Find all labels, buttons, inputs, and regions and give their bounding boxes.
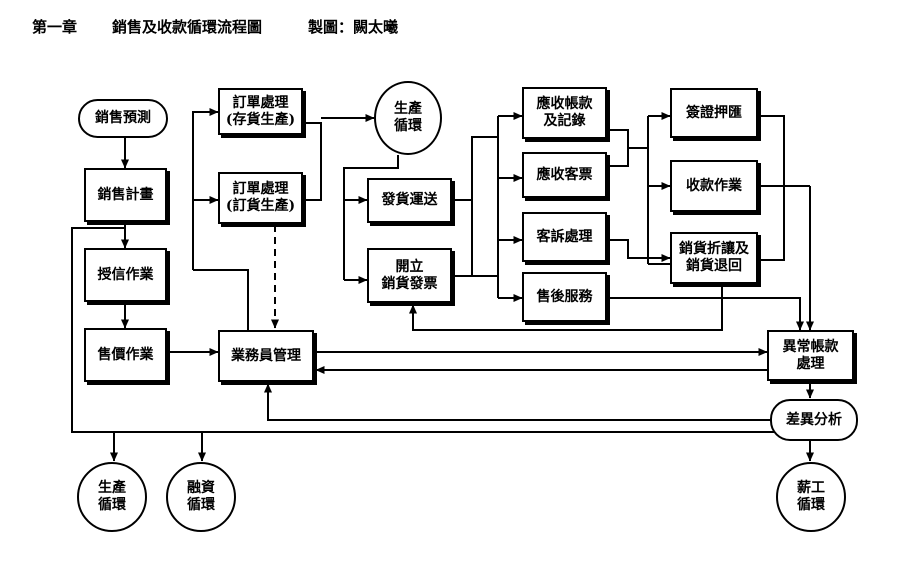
node-label-line: 銷貨發票 <box>381 275 438 292</box>
node-label-line: 融資 <box>187 480 215 496</box>
node-issue-invoice: 開立銷貨發票 <box>367 248 452 303</box>
diagram-title: 銷售及收款循環流程圖 <box>112 18 263 36</box>
line-staff-up <box>193 269 249 330</box>
arrow-after-sales-to-abnormal <box>607 297 804 331</box>
node-label-line: 及記錄 <box>543 113 586 129</box>
node-abnormal-accounts: 異常帳款處理 <box>767 330 854 381</box>
node-production-cycle-bottom: 生產循環 <box>77 462 147 532</box>
node-sales-plan: 銷售計畫 <box>84 168 167 222</box>
node-label-line: 開立 <box>395 258 424 275</box>
node-order-produce: 訂單處理(訂貨生產) <box>218 172 303 224</box>
arrow-endorse-to-abnormal <box>758 115 785 261</box>
line-order-stock-out <box>303 122 322 201</box>
node-variance-analysis: 差異分析 <box>770 399 858 441</box>
node-credit-operations: 授信作業 <box>84 248 167 302</box>
arrow-complaints-to-discount <box>607 239 671 262</box>
node-label-line: 處理 <box>796 355 825 372</box>
node-sales-forecast: 銷售預測 <box>78 99 168 138</box>
line-plan-to-bottom-cycles <box>71 227 818 433</box>
node-order-stock: 訂單處理(存貨生產) <box>218 88 303 135</box>
node-label-line: 應收客票 <box>536 166 593 183</box>
node-label-line: 應收帳款 <box>536 96 593 112</box>
arrow-discount-to-invoice <box>409 285 723 331</box>
node-label-line: 業務員管理 <box>231 347 301 364</box>
node-production-cycle-top: 生產循環 <box>374 81 442 155</box>
node-label-line: 發貨運送 <box>381 192 438 208</box>
node-label-line: 簽證押匯 <box>686 104 742 121</box>
node-label-line: 銷售預測 <box>95 110 151 126</box>
node-label-line: 銷貨退回 <box>686 258 742 274</box>
node-label-line: 授信作業 <box>97 266 154 283</box>
node-label-line: 客訴處理 <box>536 228 593 245</box>
chapter-label: 第一章 <box>32 18 78 36</box>
node-collection-operations: 收款作業 <box>670 160 758 212</box>
node-sales-staff-management: 業務員管理 <box>218 330 314 382</box>
node-label-line: 循環 <box>98 497 126 513</box>
node-label-line: 售價作業 <box>97 346 154 363</box>
node-label-line: 生產 <box>98 480 126 496</box>
node-label-line: 售後服務 <box>536 288 593 305</box>
arrow-variance-to-staff <box>264 383 770 421</box>
node-label-line: (存貨生產) <box>225 111 296 128</box>
line-shipping-invoice-merge <box>452 199 473 277</box>
node-receivables-records: 應收帳款及記錄 <box>522 87 607 139</box>
author-credit: 製圖：闕太曦 <box>308 18 399 36</box>
node-notes-receivable: 應收客票 <box>522 152 607 198</box>
node-financing-cycle: 融資循環 <box>166 462 236 532</box>
node-label-line: 循環 <box>394 118 422 134</box>
node-label-line: 生產 <box>394 101 422 117</box>
node-label-line: 循環 <box>187 497 215 513</box>
node-label-line: 差異分析 <box>786 411 842 428</box>
node-endorse-deposit: 簽證押匯 <box>670 88 758 138</box>
node-label-line: 循環 <box>797 497 825 513</box>
node-shipping: 發貨運送 <box>367 178 452 223</box>
node-payroll-cycle: 薪工循環 <box>776 462 846 532</box>
arrow-to-order-stock <box>192 108 219 270</box>
node-label-line: 訂單處理 <box>232 94 289 111</box>
node-label-line: (訂貨生產) <box>225 198 296 214</box>
node-label-line: 銷貨折讓及 <box>679 241 749 257</box>
node-label-line: 異常帳款 <box>782 338 839 355</box>
node-after-sales-service: 售後服務 <box>522 272 607 322</box>
node-label-line: 銷售計畫 <box>97 186 154 203</box>
node-pricing-operations: 售價作業 <box>84 328 167 382</box>
node-label-line: 薪工 <box>797 480 825 496</box>
node-sales-discount-returns: 銷貨折讓及銷貨退回 <box>670 232 758 284</box>
node-customer-complaints: 客訴處理 <box>522 212 607 262</box>
line-merge-up <box>471 136 498 200</box>
node-label-line: 訂單處理 <box>232 181 289 197</box>
node-label-line: 收款作業 <box>686 177 742 194</box>
line-production-down <box>343 155 399 280</box>
line-receivables-out <box>607 129 629 167</box>
